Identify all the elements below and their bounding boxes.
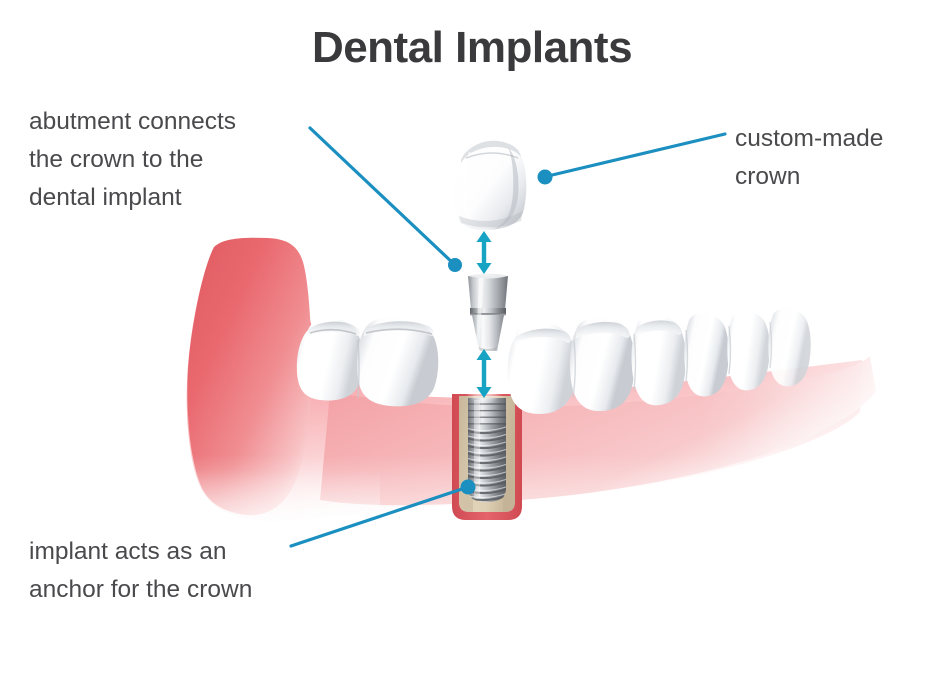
abutment-post: [468, 273, 508, 351]
implant-screw: [468, 398, 506, 502]
custom-made-crown: [453, 139, 527, 231]
callout-implant-label: implant acts as an anchor for the crown: [29, 538, 253, 603]
implant-leader: [289, 479, 476, 548]
right-teeth: [507, 290, 944, 470]
page-title: Dental Implants: [312, 23, 632, 72]
callout-abutment-label: abutment connects the crown to the denta…: [29, 108, 237, 211]
abutment-leader: [308, 126, 462, 272]
crown-leader: [537, 132, 727, 185]
abutment-to-implant-arrow: [459, 344, 509, 404]
left-molars: [296, 317, 439, 407]
callout-crown-label: custom-made crown: [735, 125, 884, 190]
crown-to-abutment-arrow: [460, 225, 508, 279]
implant-threads: [468, 427, 506, 502]
